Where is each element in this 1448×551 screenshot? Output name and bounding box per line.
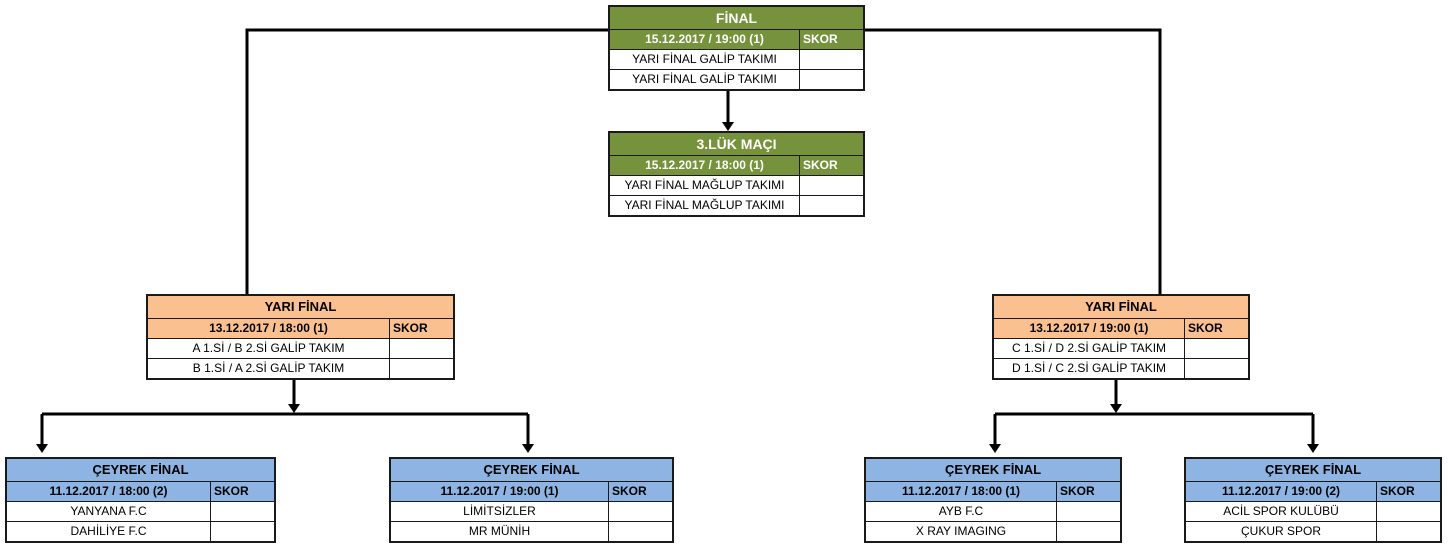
third-place-date: 15.12.2017 / 18:00 (1): [610, 156, 800, 175]
quarterfinal-team-score: [609, 502, 672, 521]
third-place-team-score: [800, 176, 863, 195]
semifinal-team-score: [390, 359, 453, 378]
quarterfinal-title: ÇEYREK FİNAL: [391, 459, 672, 482]
quarterfinal-date: 11.12.2017 / 18:00 (1): [866, 482, 1057, 501]
semifinal-team-name: C 1.Sİ / D 2.Sİ GALİP TAKIM: [994, 339, 1185, 358]
arrowhead-qf2: [522, 444, 534, 453]
quarterfinal-team-name: LİMİTSİZLER: [391, 502, 609, 521]
final-team-score: [800, 70, 863, 89]
quarterfinal-team-name: ACİL SPOR KULÜBÜ: [1186, 502, 1377, 521]
quarterfinal-team-row: LİMİTSİZLER: [391, 502, 672, 521]
semifinal-box-right: YARI FİNAL 13.12.2017 / 19:00 (1) SKOR C…: [992, 294, 1250, 380]
semifinal-team-name: D 1.Sİ / C 2.Sİ GALİP TAKIM: [994, 359, 1185, 378]
quarterfinal-team-score: [1057, 502, 1120, 521]
quarterfinal-score-label: SKOR: [1380, 484, 1415, 498]
quarterfinal-date: 11.12.2017 / 19:00 (1): [391, 482, 609, 501]
third-place-team-name: YARI FİNAL MAĞLUP TAKIMI: [610, 176, 800, 195]
third-place-title: 3.LÜK MAÇI: [610, 133, 863, 156]
quarterfinal-team-name: ÇUKUR SPOR: [1186, 522, 1377, 541]
semifinal-title: YARI FİNAL: [148, 296, 453, 319]
quarterfinal-team-name: YANYANA F.C: [7, 502, 211, 521]
arrowhead-qf3: [989, 444, 1001, 453]
third-place-team-row: YARI FİNAL MAĞLUP TAKIMI: [610, 195, 863, 215]
semifinal-team-row: C 1.Sİ / D 2.Sİ GALİP TAKIM: [994, 339, 1248, 358]
quarterfinal-header: 11.12.2017 / 19:00 (1) SKOR: [391, 482, 672, 502]
quarterfinal-team-row: X RAY IMAGING: [866, 521, 1120, 541]
arrowhead-qf1: [36, 444, 48, 453]
arrowhead-third-place: [722, 122, 734, 131]
quarterfinal-header: 11.12.2017 / 19:00 (2) SKOR: [1186, 482, 1440, 502]
quarterfinal-box-2: ÇEYREK FİNAL 11.12.2017 / 19:00 (1) SKOR…: [389, 457, 674, 543]
final-header: 15.12.2017 / 19:00 (1) SKOR: [610, 30, 863, 50]
final-team-row: YARI FİNAL GALİP TAKIMI: [610, 69, 863, 89]
semifinal-score-label: SKOR: [1188, 321, 1223, 335]
semifinal-team-score: [390, 339, 453, 358]
quarterfinal-title: ÇEYREK FİNAL: [866, 459, 1120, 482]
semifinal-box-left: YARI FİNAL 13.12.2017 / 18:00 (1) SKOR A…: [146, 294, 455, 380]
semifinal-date: 13.12.2017 / 18:00 (1): [148, 319, 390, 338]
quarterfinal-team-score: [1377, 502, 1440, 521]
arrowhead-right-semifinal: [1110, 404, 1122, 413]
semifinal-team-score: [1185, 359, 1248, 378]
quarterfinal-team-row: YANYANA F.C: [7, 502, 274, 521]
quarterfinal-title: ÇEYREK FİNAL: [7, 459, 274, 482]
semifinal-title: YARI FİNAL: [994, 296, 1248, 319]
semifinal-team-row: B 1.Sİ / A 2.Sİ GALİP TAKIM: [148, 358, 453, 378]
third-place-team-row: YARI FİNAL MAĞLUP TAKIMI: [610, 176, 863, 195]
final-team-score: [800, 50, 863, 69]
quarterfinal-score-label: SKOR: [1060, 484, 1095, 498]
quarterfinal-team-row: AYB F.C: [866, 502, 1120, 521]
quarterfinal-team-name: MR MÜNİH: [391, 522, 609, 541]
quarterfinal-box-3: ÇEYREK FİNAL 11.12.2017 / 18:00 (1) SKOR…: [864, 457, 1122, 543]
semifinal-team-name: A 1.Sİ / B 2.Sİ GALİP TAKIM: [148, 339, 390, 358]
quarterfinal-team-score: [211, 522, 274, 541]
quarterfinal-team-score: [609, 522, 672, 541]
quarterfinal-team-row: ÇUKUR SPOR: [1186, 521, 1440, 541]
final-to-right-semifinal-line: [864, 28, 1162, 296]
quarterfinal-team-name: DAHİLİYE F.C: [7, 522, 211, 541]
quarterfinal-box-1: ÇEYREK FİNAL 11.12.2017 / 18:00 (2) SKOR…: [5, 457, 276, 543]
quarterfinal-box-4: ÇEYREK FİNAL 11.12.2017 / 19:00 (2) SKOR…: [1184, 457, 1442, 543]
quarterfinal-team-name: AYB F.C: [866, 502, 1057, 521]
semifinal-team-name: B 1.Sİ / A 2.Sİ GALİP TAKIM: [148, 359, 390, 378]
quarterfinal-team-row: ACİL SPOR KULÜBÜ: [1186, 502, 1440, 521]
arrowhead-left-semifinal: [288, 404, 300, 413]
quarterfinal-date: 11.12.2017 / 19:00 (2): [1186, 482, 1377, 501]
arrowhead-qf4: [1307, 444, 1319, 453]
final-team-name: YARI FİNAL GALİP TAKIMI: [610, 50, 800, 69]
third-place-header: 15.12.2017 / 18:00 (1) SKOR: [610, 156, 863, 176]
final-title: FİNAL: [610, 7, 863, 30]
semifinal-team-row: D 1.Sİ / C 2.Sİ GALİP TAKIM: [994, 358, 1248, 378]
semifinal-team-score: [1185, 339, 1248, 358]
third-place-match-box: 3.LÜK MAÇI 15.12.2017 / 18:00 (1) SKOR Y…: [608, 131, 865, 217]
final-date: 15.12.2017 / 19:00 (1): [610, 30, 800, 49]
quarterfinal-header: 11.12.2017 / 18:00 (2) SKOR: [7, 482, 274, 502]
quarterfinal-team-score: [211, 502, 274, 521]
semifinal-team-row: A 1.Sİ / B 2.Sİ GALİP TAKIM: [148, 339, 453, 358]
final-score-label: SKOR: [803, 32, 838, 46]
third-place-team-score: [800, 196, 863, 215]
quarterfinal-team-name: X RAY IMAGING: [866, 522, 1057, 541]
quarterfinal-date: 11.12.2017 / 18:00 (2): [7, 482, 211, 501]
quarterfinal-team-row: MR MÜNİH: [391, 521, 672, 541]
quarterfinal-score-label: SKOR: [214, 484, 249, 498]
final-match-box: FİNAL 15.12.2017 / 19:00 (1) SKOR YARI F…: [608, 5, 865, 91]
final-team-row: YARI FİNAL GALİP TAKIMI: [610, 50, 863, 69]
quarterfinal-title: ÇEYREK FİNAL: [1186, 459, 1440, 482]
semifinal-date: 13.12.2017 / 19:00 (1): [994, 319, 1185, 338]
quarterfinal-team-score: [1057, 522, 1120, 541]
third-place-team-name: YARI FİNAL MAĞLUP TAKIMI: [610, 196, 800, 215]
quarterfinal-score-label: SKOR: [612, 484, 647, 498]
quarterfinal-team-row: DAHİLİYE F.C: [7, 521, 274, 541]
final-team-name: YARI FİNAL GALİP TAKIMI: [610, 70, 800, 89]
semifinal-header: 13.12.2017 / 19:00 (1) SKOR: [994, 319, 1248, 339]
semifinal-header: 13.12.2017 / 18:00 (1) SKOR: [148, 319, 453, 339]
quarterfinal-team-score: [1377, 522, 1440, 541]
third-place-score-label: SKOR: [803, 158, 838, 172]
final-to-left-semifinal-line: [245, 28, 609, 296]
quarterfinal-header: 11.12.2017 / 18:00 (1) SKOR: [866, 482, 1120, 502]
semifinal-score-label: SKOR: [393, 321, 428, 335]
